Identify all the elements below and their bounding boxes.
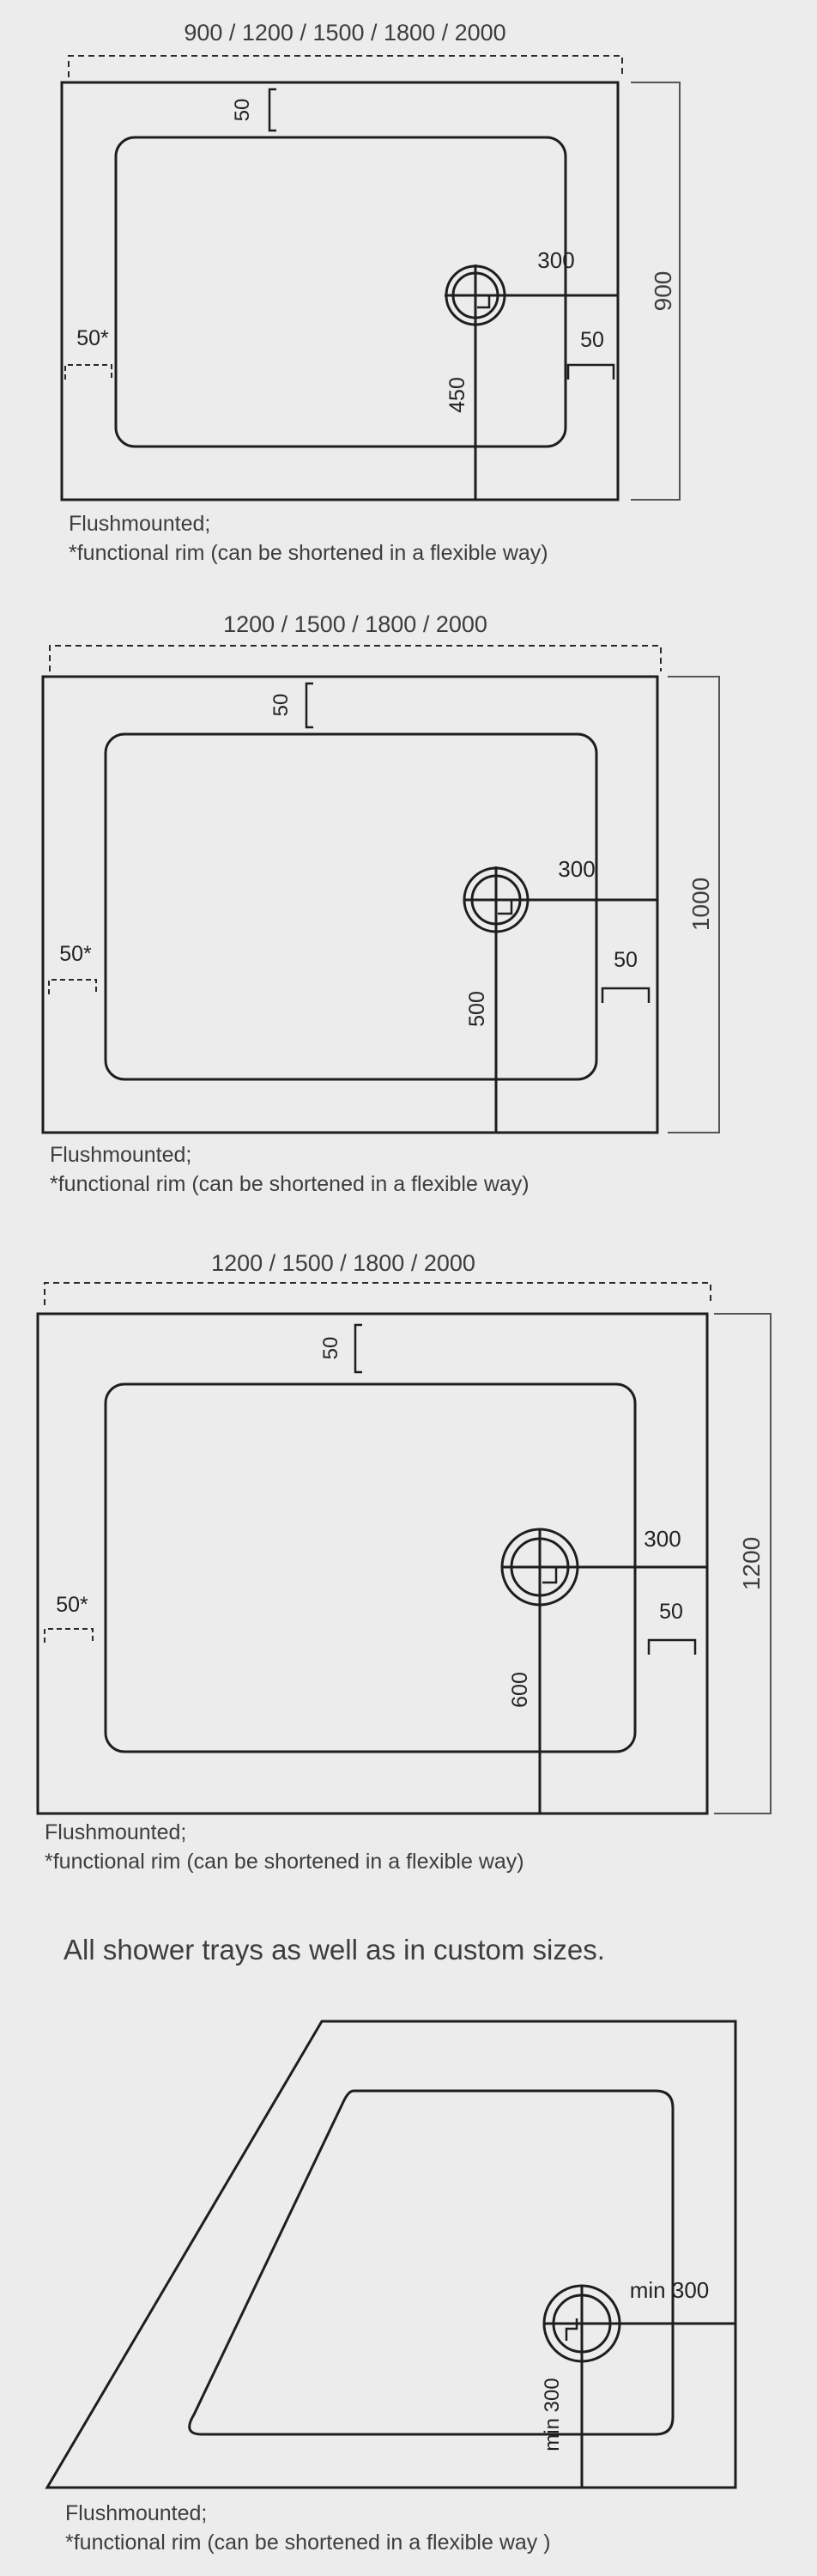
rim-right-bracket [601,987,651,1003]
custom-sizes-text: All shower trays as well as in custom si… [64,1934,605,1965]
rim-right-label: 50 [659,1600,683,1624]
drain-inner-ring [552,2293,612,2354]
depth-label: 1000 [687,878,714,931]
width-dimension-line [44,1282,711,1305]
tray-diagram-2: 1200 / 1500 / 1800 / 2000 1000 50 50* 50… [41,611,720,1196]
tray-outline [60,81,620,501]
rim-right-label: 50 [614,948,638,972]
rim-right-bracket [566,363,615,380]
width-label: 1200 / 1500 / 1800 / 2000 [223,611,487,637]
tray-diagram-trapezoid: min 300 min 300 Flushmounted; *functiona… [45,2020,737,2555]
note-flushmounted: Flushmounted; [50,1143,191,1167]
drain-step-mark [477,294,499,309]
rim-left-label: 50* [76,326,109,350]
drain-step-mark [565,2318,578,2341]
note-flushmounted: Flushmounted; [69,512,210,536]
tray-diagram-3: 1200 / 1500 / 1800 / 2000 1200 50 50* 50… [36,1250,772,1874]
drain-step-mark [498,898,522,915]
tray-basin [104,732,598,1081]
width-label: 900 / 1200 / 1500 / 1800 / 2000 [184,20,505,46]
rim-left-label: 50* [59,942,92,966]
depth-label: 900 [650,271,676,312]
drain-outer-ring [500,1528,579,1607]
drain-outer-ring [542,2284,621,2363]
tray-diagram-1: 900 / 1200 / 1500 / 1800 / 2000 900 50 5… [60,20,681,565]
drain-x-label: 300 [644,1526,681,1552]
tray-outline [41,675,659,1134]
rim-right-label: 50 [580,328,604,352]
rim-left-bracket [48,979,97,994]
rim-right-bracket [647,1638,697,1655]
rim-top-label: 50 [231,99,254,122]
drain-outer-ring [463,866,530,933]
rim-top-bracket [354,1323,362,1374]
drain-y-label: 600 [508,1672,532,1708]
rim-left-bracket [64,364,112,380]
drain-x-label: min 300 [630,2277,710,2303]
rim-left-label: 50* [56,1593,88,1617]
depth-label: 1200 [738,1537,765,1590]
depth-dimension-line [668,676,720,1133]
drain-y-label: min 300 [541,2378,564,2451]
tray-basin [114,136,567,448]
depth-dimension-line [714,1313,772,1814]
tray-outline [45,2020,737,2489]
drain-y-label: 500 [465,991,489,1027]
rim-left-bracket [44,1628,94,1643]
width-dimension-line [68,55,623,77]
note-functional-rim: *functional rim (can be shortened in a f… [65,2530,551,2555]
drain-outer-ring [445,264,506,326]
depth-dimension-line [631,82,681,501]
drain-step-mark [542,1565,566,1584]
drain-x-label: 300 [537,247,574,273]
drain-y-label: 450 [445,377,469,413]
note-functional-rim: *functional rim (can be shortened in a f… [45,1850,524,1874]
rim-top-bracket [268,88,276,132]
tray-basin [188,2089,675,2436]
note-flushmounted: Flushmounted; [45,1820,186,1844]
width-dimension-line [49,645,662,671]
note-functional-rim: *functional rim (can be shortened in a f… [69,541,548,565]
note-functional-rim: *functional rim (can be shortened in a f… [50,1172,530,1196]
rim-top-label: 50 [269,694,293,717]
rim-top-bracket [305,682,313,729]
drain-x-label: 300 [558,856,595,882]
width-label: 1200 / 1500 / 1800 / 2000 [211,1250,475,1276]
drain-inner-ring [510,1537,570,1597]
note-flushmounted: Flushmounted; [65,2501,207,2525]
tray-outline [36,1312,709,1815]
rim-top-label: 50 [319,1337,342,1360]
